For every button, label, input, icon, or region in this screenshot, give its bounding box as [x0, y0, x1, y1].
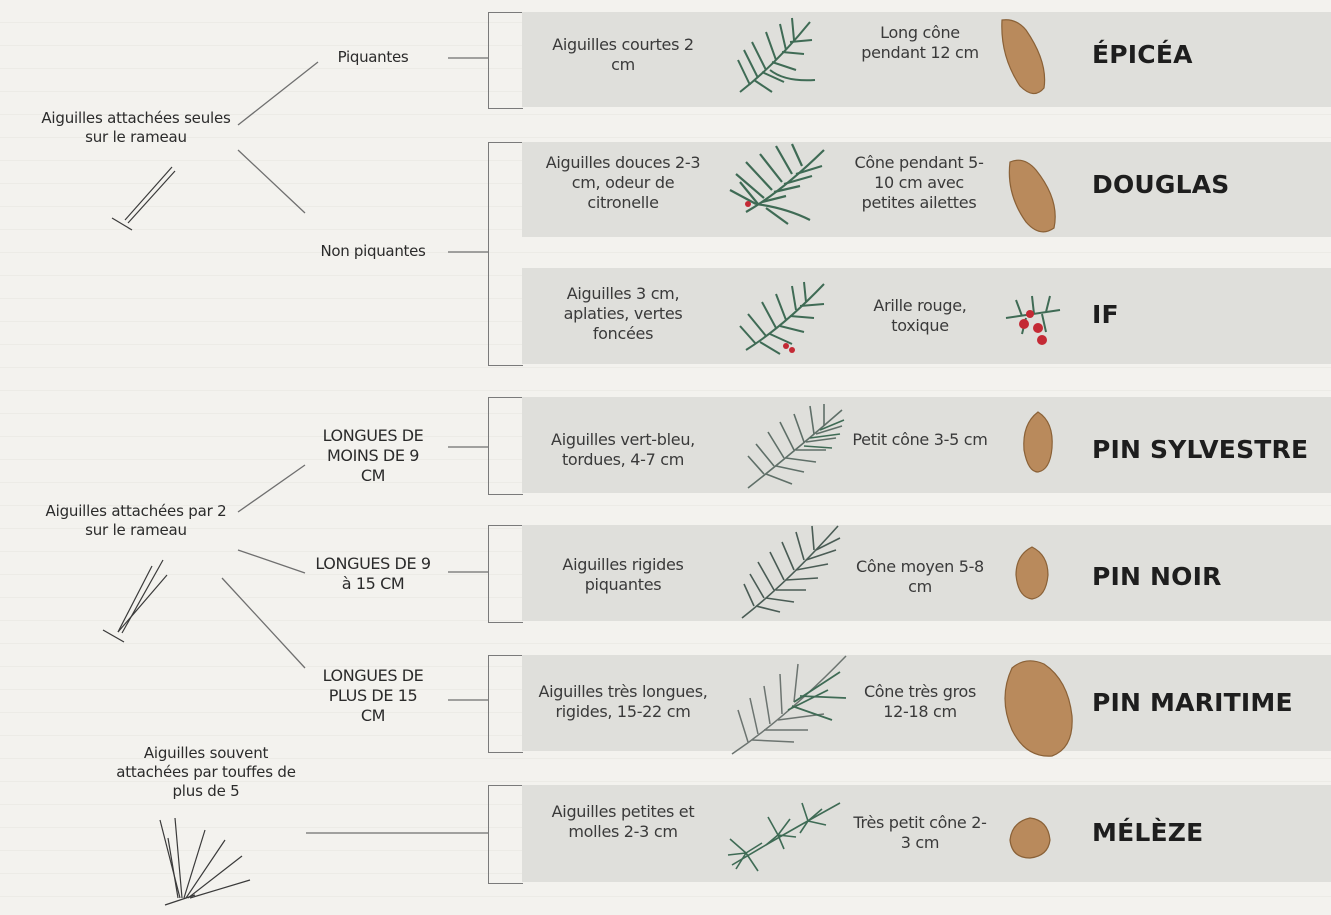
- cone-description: Très petit cône 2-3 cm: [852, 813, 988, 853]
- bracket-9-15cm: [488, 525, 523, 623]
- category-single: Aiguilles attachées seules sur le rameau: [40, 109, 232, 147]
- branch-piquantes: Piquantes: [318, 48, 428, 67]
- scots-pine-branch-icon: [744, 400, 846, 492]
- category-tufted: Aiguilles souvent attachées par touffes …: [106, 744, 306, 801]
- bracket-tufted: [488, 785, 523, 884]
- species-name: ÉPICÉA: [1092, 40, 1193, 69]
- maritime-pine-branch-icon: [728, 650, 850, 758]
- yew-branch-icon: [734, 278, 830, 360]
- tufted-needle-icon: [160, 818, 250, 905]
- species-name: MÉLÈZE: [1092, 818, 1203, 847]
- cone-description: Long cône pendant 12 cm: [852, 23, 988, 63]
- cone-description: Petit cône 3-5 cm: [852, 430, 988, 450]
- bracket-non-piquantes: [488, 142, 523, 366]
- species-name: PIN MARITIME: [1092, 688, 1293, 717]
- medium-cone-icon: [1012, 545, 1052, 601]
- branch-plus-15cm: LONGUES DE PLUS DE 15 CM: [318, 666, 428, 726]
- species-name: IF: [1092, 300, 1119, 329]
- larch-branch-icon: [722, 795, 844, 875]
- douglas-branch-icon: [726, 142, 830, 230]
- needle-description: Aiguilles douces 2-3 cm, odeur de citron…: [540, 153, 706, 213]
- species-name: DOUGLAS: [1092, 170, 1230, 199]
- needle-description: Aiguilles petites et molles 2-3 cm: [540, 802, 706, 842]
- branch-9-15cm: LONGUES DE 9 à 15 CM: [312, 554, 434, 594]
- needle-description: Aiguilles vert-bleu, tordues, 4-7 cm: [538, 430, 708, 470]
- cone-description: Arille rouge, toxique: [852, 296, 988, 336]
- large-cone-icon: [998, 658, 1078, 760]
- spruce-branch-icon: [730, 10, 822, 102]
- species-name: PIN NOIR: [1092, 562, 1222, 591]
- bracket-moins-9cm: [488, 397, 523, 495]
- bracket-plus-15cm: [488, 655, 523, 753]
- cone-description: Cône pendant 5-10 cm avec petites ailett…: [846, 153, 992, 213]
- winged-cone-icon: [1004, 156, 1062, 238]
- small-cone-icon: [1018, 410, 1058, 476]
- paired-needle-icon: [103, 560, 167, 642]
- species-name: PIN SYLVESTRE: [1092, 435, 1308, 464]
- needle-description: Aiguilles très longues, rigides, 15-22 c…: [524, 682, 722, 722]
- cone-description: Cône très gros 12-18 cm: [852, 682, 988, 722]
- black-pine-branch-icon: [738, 522, 842, 620]
- branch-moins-9cm: LONGUES DE MOINS DE 9 CM: [318, 426, 428, 486]
- category-paired: Aiguilles attachées par 2 sur le rameau: [40, 502, 232, 540]
- needle-description: Aiguilles rigides piquantes: [540, 555, 706, 595]
- tiny-cone-icon: [1006, 814, 1054, 862]
- bracket-piquantes: [488, 12, 523, 109]
- red-berries-icon: [1002, 288, 1064, 350]
- needle-description: Aiguilles courtes 2 cm: [540, 35, 706, 75]
- needle-description: Aiguilles 3 cm, aplaties, vertes foncées: [540, 284, 706, 344]
- cone-description: Cône moyen 5-8 cm: [852, 557, 988, 597]
- branch-non-piquantes: Non piquantes: [300, 242, 446, 261]
- long-cone-icon: [996, 16, 1052, 100]
- single-needle-icon: [112, 167, 175, 230]
